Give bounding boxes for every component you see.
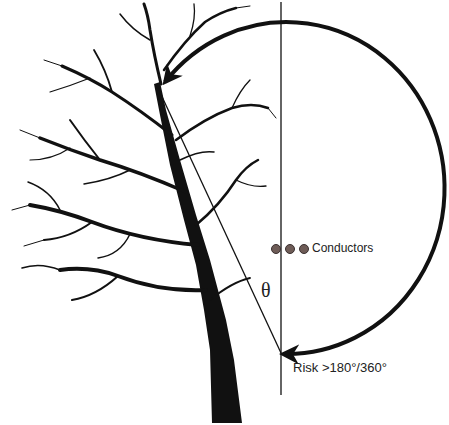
vertical-line [280, 2, 281, 395]
conductor-label: Conductors [312, 242, 373, 255]
risk-label: Risk >180°/360° [293, 361, 387, 375]
fall-arc [165, 22, 445, 354]
angle-label: θ [261, 279, 271, 301]
conductor-dots [272, 245, 309, 254]
lean-line [158, 88, 281, 353]
